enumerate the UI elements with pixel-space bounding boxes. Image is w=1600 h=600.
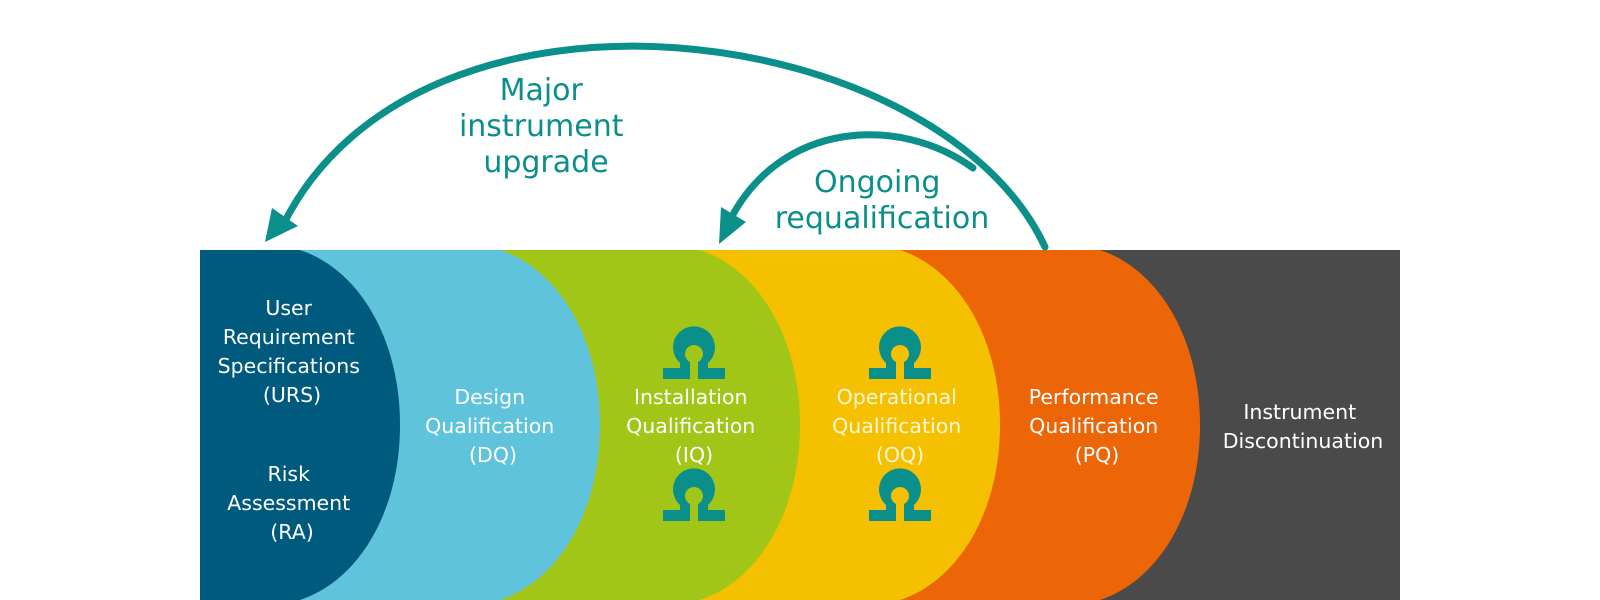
ongoing-requalification-arrow [719,131,977,244]
discontinuation-label: Instrument Discontinuation [1223,400,1384,453]
band-user-requirements [200,250,400,600]
dq-label: Design Qualification (DQ) [425,385,561,467]
omega-icon [663,326,725,379]
iq-label: Installation Qualification (IQ) [626,385,762,467]
urs-label: User Requirement Specifications (URS) [218,296,367,407]
major-upgrade-label: Major instrument upgrade [459,73,633,180]
oq-label: Operational Qualification (OQ) [832,385,968,467]
omega-icon [663,468,725,521]
omega-icon [869,326,931,379]
major-upgrade-arrow [265,42,1049,251]
stage-bands [200,250,1400,600]
arrowhead-icon [719,207,746,244]
ongoing-requalification-label: Ongoing requalification [775,165,989,236]
omega-icon [869,468,931,521]
ra-label: Risk Assessment (RA) [227,462,357,544]
pq-label: Performance Qualification (PQ) [1029,385,1165,467]
arrowhead-icon [265,208,298,242]
